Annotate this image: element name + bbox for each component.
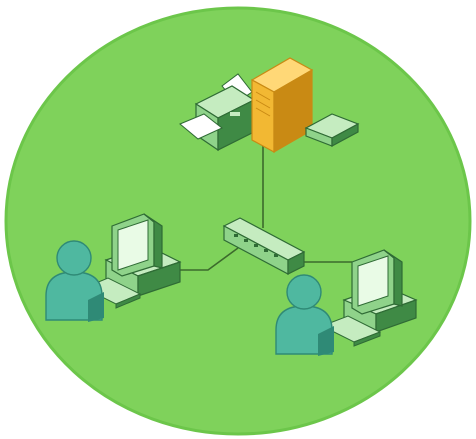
desktop-computer-icon [320, 249, 418, 347]
desktop-computer-icon [82, 213, 182, 309]
user-icon [45, 240, 104, 322]
modem-icon [304, 113, 360, 148]
user-icon [275, 274, 334, 356]
network-hub-icon [222, 217, 306, 275]
printer-icon [179, 73, 256, 152]
network-links [178, 138, 352, 271]
link-hub-workstation-left [178, 247, 239, 271]
